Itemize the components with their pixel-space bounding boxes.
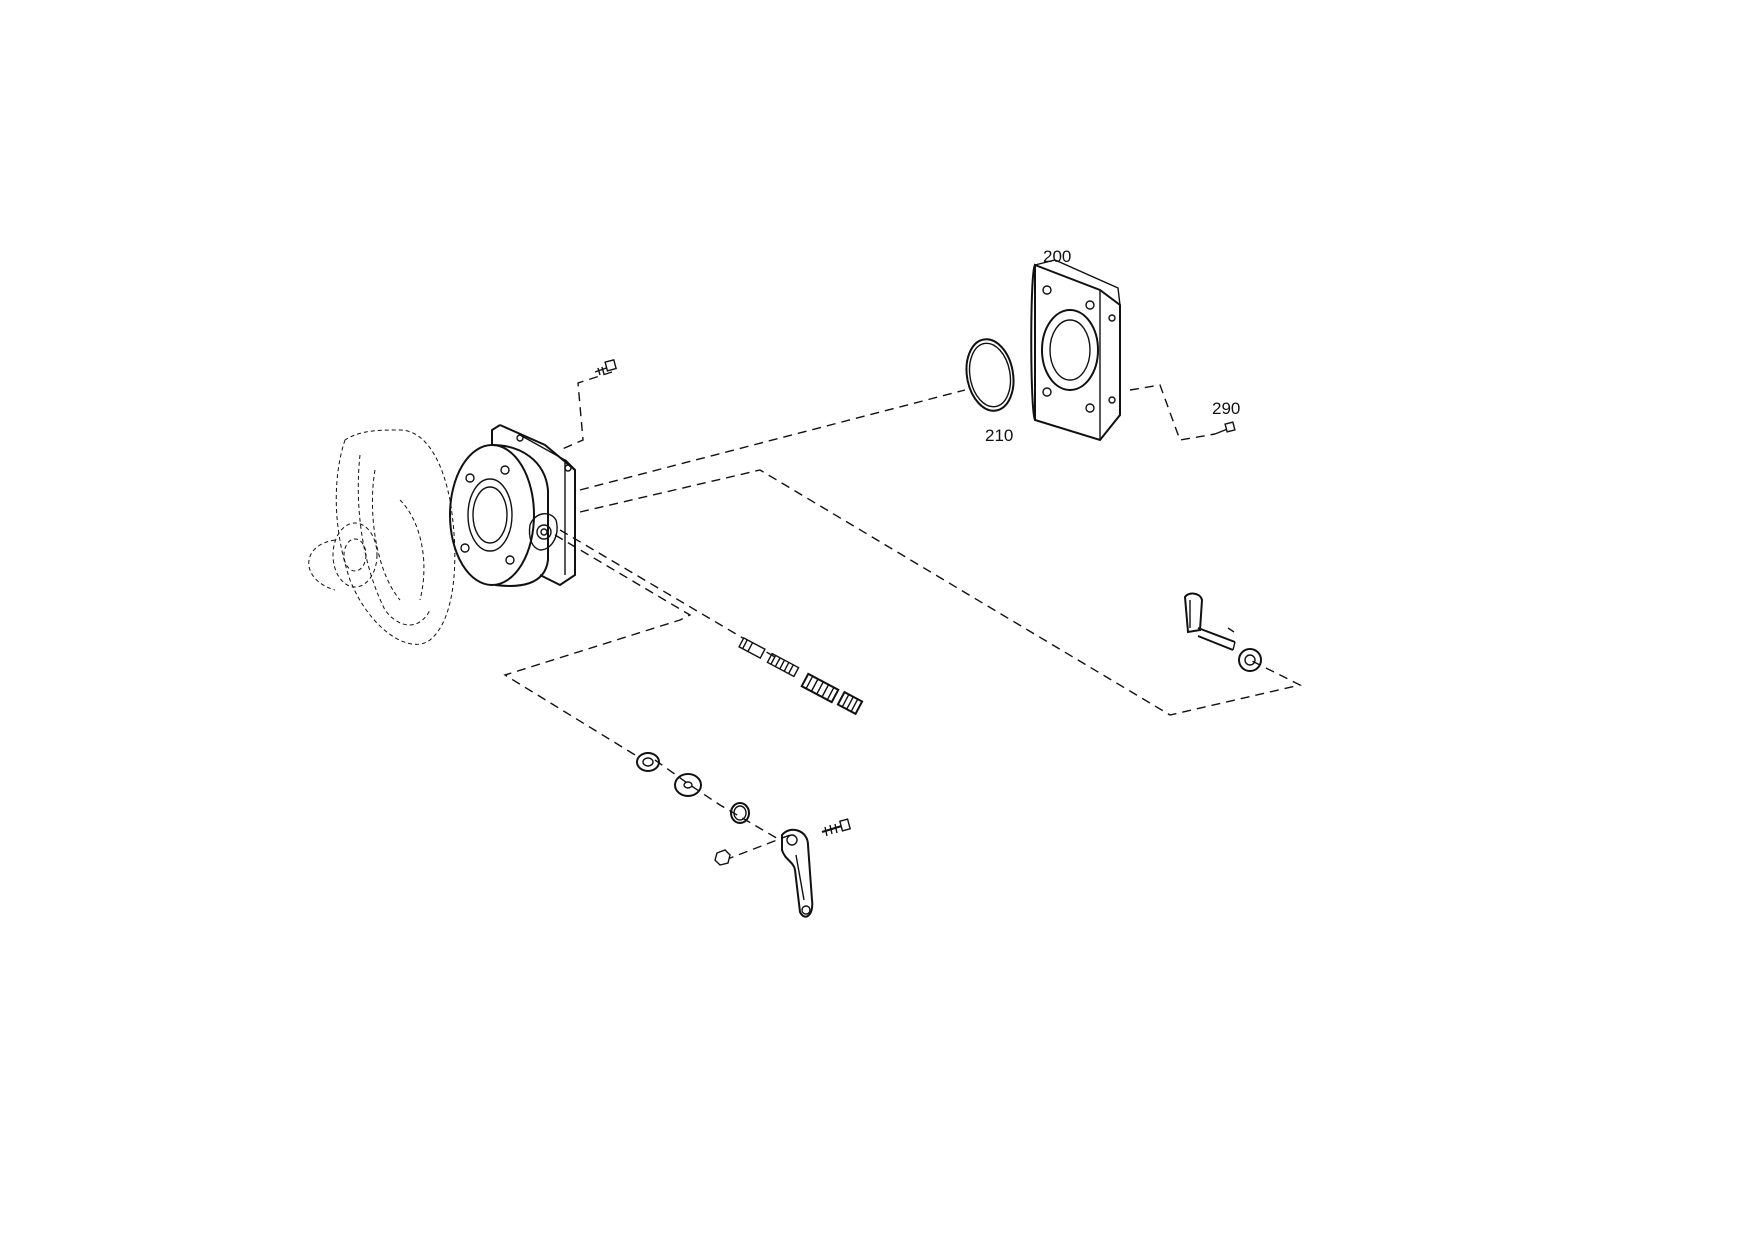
lever-screw	[821, 818, 852, 837]
bolt-top	[594, 358, 617, 376]
phantom-housing	[308, 429, 456, 645]
pin-spring	[1227, 627, 1235, 633]
washer-1	[636, 752, 660, 772]
callout-200: 200	[1043, 247, 1072, 266]
lever-nut	[714, 849, 731, 866]
bolt-290	[1214, 421, 1236, 435]
callout-210: 210	[985, 426, 1014, 445]
seal-ring	[730, 802, 750, 824]
washer-2	[674, 773, 702, 797]
o-ring	[965, 338, 1015, 412]
pump-housing	[449, 424, 576, 587]
cover-plate	[1030, 259, 1121, 442]
callout-290: 290	[1212, 399, 1241, 418]
pin-lever	[1183, 592, 1236, 651]
lever-arm	[781, 828, 814, 918]
pin-washer	[1238, 648, 1262, 672]
assembly-lines	[503, 371, 1303, 861]
valve-spring-set	[738, 637, 864, 716]
